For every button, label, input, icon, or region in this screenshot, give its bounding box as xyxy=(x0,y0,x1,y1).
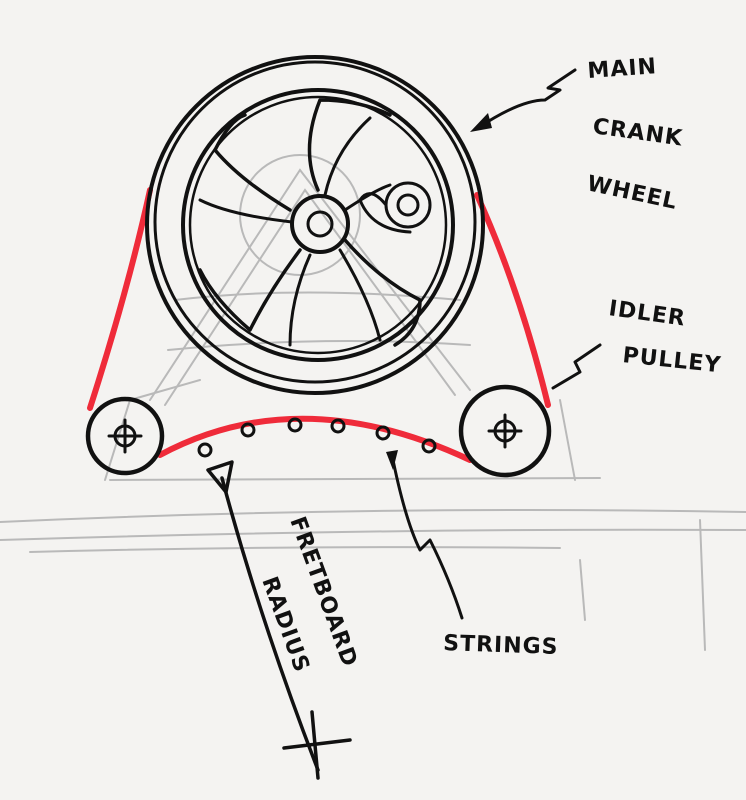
main-crank-wheel xyxy=(145,55,485,395)
center-cross-icon xyxy=(282,710,352,780)
label-main-crank-wheel: MAIN CRANK WHEEL xyxy=(585,54,685,215)
leader-strings xyxy=(386,450,464,620)
crosshair-icon xyxy=(107,418,143,454)
leader-idler-pulley xyxy=(551,343,602,390)
leader-fretboard-radius xyxy=(206,460,352,780)
crosshair-icon xyxy=(487,413,523,449)
label-crank-line2: CRANK xyxy=(591,114,684,151)
idler-pulley-right xyxy=(458,384,552,478)
triangle-arrowhead-icon xyxy=(470,113,492,132)
label-strings: STRINGS xyxy=(443,631,559,660)
label-main-line1: MAIN xyxy=(587,54,658,84)
string-3 xyxy=(287,417,303,433)
label-idler-line1: IDLER xyxy=(607,296,687,332)
label-idler-pulley: IDLER PULLEY xyxy=(607,296,722,378)
triangle-arrowhead-icon xyxy=(386,450,398,470)
label-wheel-line3: WHEEL xyxy=(585,171,680,215)
leader-main-crank-wheel xyxy=(470,68,577,132)
string-6 xyxy=(421,438,437,454)
string-4 xyxy=(330,418,346,434)
triangle-arrowhead-icon xyxy=(206,460,234,494)
strings-arc xyxy=(197,417,437,458)
string-2 xyxy=(240,422,256,438)
idler-pulley-left xyxy=(85,396,165,476)
label-pulley-line2: PULLEY xyxy=(621,343,722,378)
label-fretboard-radius: FRETBOARD RADIUS xyxy=(256,514,362,677)
string-1 xyxy=(197,442,213,458)
string-5 xyxy=(375,425,391,441)
